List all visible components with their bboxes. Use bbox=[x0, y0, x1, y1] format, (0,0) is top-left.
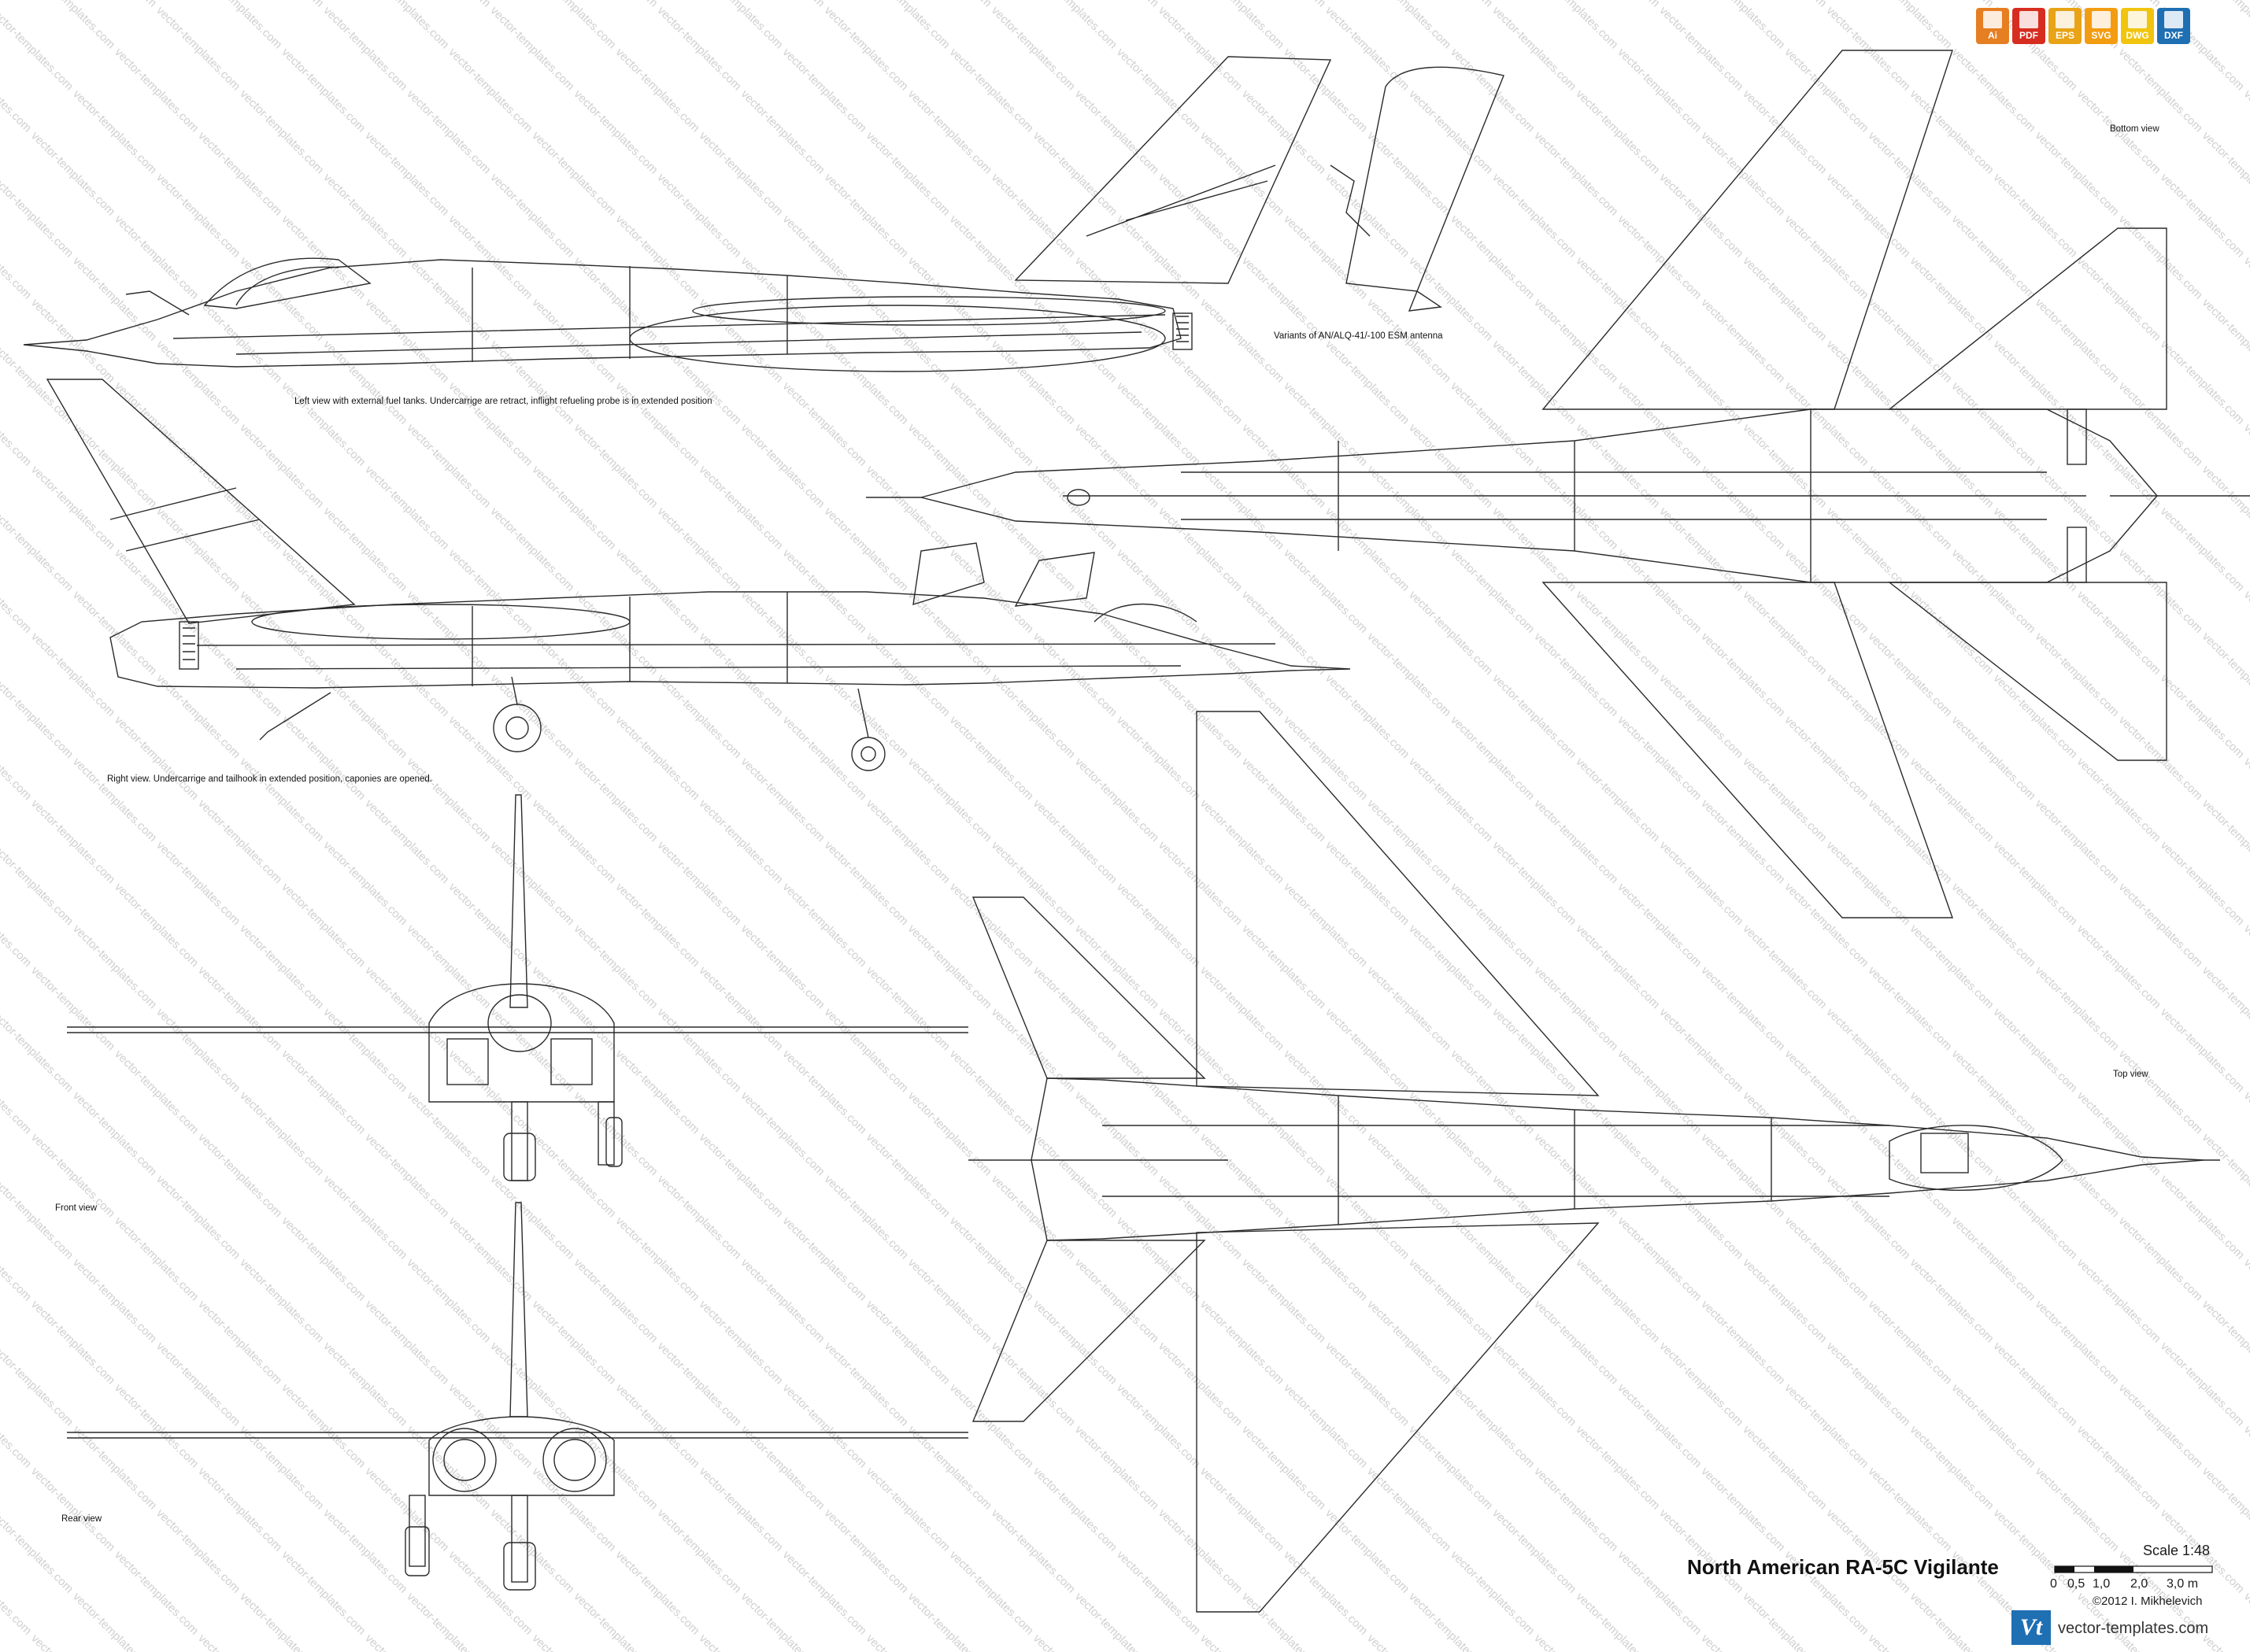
scale-label: Scale 1:48 bbox=[2143, 1543, 2211, 1558]
svg-format-icon[interactable]: SVG bbox=[2085, 8, 2118, 44]
scale-bar bbox=[2054, 1565, 2213, 1573]
format-label: DWG bbox=[2126, 30, 2149, 41]
eps-format-icon[interactable]: EPS bbox=[2048, 8, 2082, 44]
format-label: SVG bbox=[2091, 30, 2111, 41]
top-view-caption: Top view bbox=[2113, 1070, 2148, 1079]
antenna-caption: Variants of AN/ALQ-41/-100 ESM antenna bbox=[1274, 331, 1443, 341]
site-url-link[interactable]: vector-templates.com bbox=[2058, 1620, 2209, 1637]
top-view-drawing bbox=[968, 711, 2220, 1613]
right-view-drawing bbox=[46, 379, 1351, 771]
format-label: PDF bbox=[2019, 30, 2038, 41]
front-view-drawing bbox=[67, 794, 968, 1181]
scale-tick: 2,0 bbox=[2130, 1577, 2148, 1591]
dwg-format-icon[interactable]: DWG bbox=[2121, 8, 2154, 44]
vt-logo-icon: Vt bbox=[2011, 1610, 2051, 1645]
rear-view-caption: Rear view bbox=[61, 1514, 102, 1524]
rear-view-drawing bbox=[67, 1202, 968, 1591]
scale-tick: 3,0 m bbox=[2167, 1577, 2199, 1591]
pdf-format-icon[interactable]: PDF bbox=[2012, 8, 2045, 44]
front-view-caption: Front view bbox=[55, 1203, 98, 1213]
format-label: EPS bbox=[2055, 30, 2074, 41]
format-label: DXF bbox=[2164, 30, 2183, 41]
right-view-caption: Right view. Undercarrige and tailhook in… bbox=[107, 774, 432, 784]
left-view-caption: Left view with external fuel tanks. Unde… bbox=[294, 397, 712, 406]
format-label: Ai bbox=[1988, 30, 1997, 41]
scale-tick: 0,5 bbox=[2067, 1577, 2085, 1591]
format-icons: Ai PDF EPS SVG DWG DXF bbox=[1976, 8, 2190, 44]
bottom-view-drawing bbox=[866, 50, 2250, 918]
scale-tick: 1,0 bbox=[2093, 1577, 2111, 1591]
drawing-title: North American RA-5C Vigilante bbox=[1687, 1555, 1999, 1579]
left-view-drawing bbox=[23, 56, 1332, 372]
ai-format-icon[interactable]: Ai bbox=[1976, 8, 2009, 44]
dxf-format-icon[interactable]: DXF bbox=[2157, 8, 2190, 44]
scale-tick: 0 bbox=[2050, 1577, 2057, 1591]
antenna-variant-drawing bbox=[1330, 66, 1504, 312]
copyright-text: ©2012 I. Mikhelevich bbox=[2093, 1595, 2203, 1608]
bottom-view-caption: Bottom view bbox=[2110, 124, 2159, 134]
